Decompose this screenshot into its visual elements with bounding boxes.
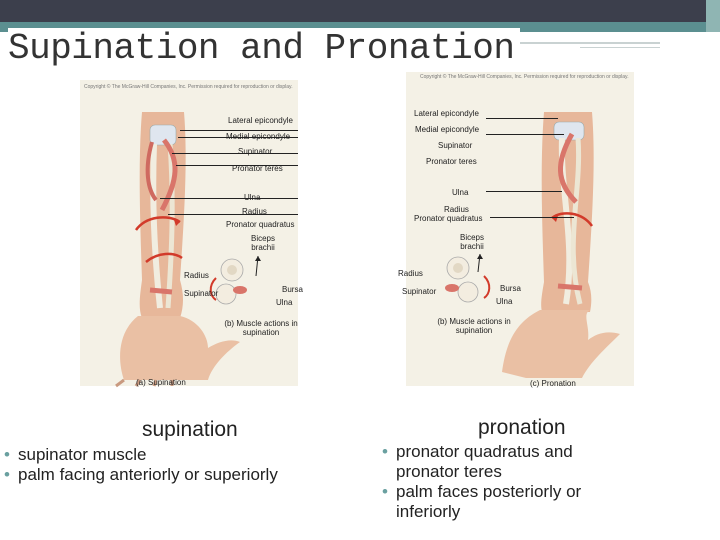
label-radius-inset: Radius bbox=[398, 269, 423, 278]
label-ulna-inset: Ulna bbox=[276, 298, 293, 307]
title-rule bbox=[440, 42, 660, 44]
label-ulna: Ulna bbox=[244, 193, 261, 202]
leader-line bbox=[168, 214, 298, 215]
leader-line bbox=[178, 137, 298, 138]
label-lateral-epicondyle: Lateral epicondyle bbox=[414, 109, 479, 118]
label-bursa: Bursa bbox=[282, 285, 303, 294]
label-lateral-epicondyle: Lateral epicondyle bbox=[228, 116, 293, 125]
list-item: pronator quadratus and pronator teres bbox=[380, 442, 630, 482]
forearm-supination-illustration bbox=[115, 112, 261, 388]
copyright-notice: Copyright © The McGraw-Hill Companies, I… bbox=[84, 84, 293, 90]
leader-line bbox=[486, 191, 562, 192]
label-biceps-brachii: Biceps brachii bbox=[459, 233, 484, 251]
list-item: palm faces posteriorly or inferiorly bbox=[380, 482, 630, 522]
label-pronator-quadratus: Pronator quadratus bbox=[226, 220, 295, 229]
label-pronator-teres: Pronator teres bbox=[232, 164, 283, 173]
pronation-heading: pronation bbox=[478, 416, 566, 439]
leader-line bbox=[486, 118, 558, 119]
label-supinator-inset: Supinator bbox=[402, 287, 437, 296]
header-bar-accent bbox=[706, 0, 720, 32]
figure-panel-pronation: Copyright © The McGraw-Hill Companies, I… bbox=[398, 72, 634, 388]
header-bar-teal bbox=[0, 22, 720, 32]
leader-line bbox=[176, 165, 298, 166]
forearm-pronation-illustration bbox=[445, 112, 620, 378]
leader-line bbox=[180, 130, 298, 131]
label-radius: Radius bbox=[242, 207, 267, 216]
label-biceps-brachii: Biceps brachii bbox=[250, 234, 275, 252]
inset-caption-supination: (b) Muscle actions in supination bbox=[224, 319, 298, 337]
label-supinator: Supinator bbox=[438, 141, 473, 150]
label-bursa: Bursa bbox=[500, 284, 521, 293]
supination-heading: supination bbox=[142, 418, 238, 441]
copyright-notice: Copyright © The McGraw-Hill Companies, I… bbox=[420, 74, 629, 80]
title-rule-secondary bbox=[580, 47, 660, 48]
figure-panel-supination: Copyright © The McGraw-Hill Companies, I… bbox=[80, 80, 303, 388]
header-bar-dark bbox=[0, 0, 720, 22]
inset-caption-pronation: (b) Muscle actions in supination bbox=[437, 317, 511, 335]
label-ulna: Ulna bbox=[452, 188, 469, 197]
list-item: palm facing anteriorly or superiorly bbox=[2, 465, 322, 485]
label-ulna-inset: Ulna bbox=[496, 297, 513, 306]
label-supinator-inset: Supinator bbox=[184, 289, 219, 298]
panel-caption-supination: (a) Supination bbox=[136, 378, 186, 387]
leader-line bbox=[486, 134, 564, 135]
leader-line bbox=[490, 217, 574, 218]
label-medial-epicondyle: Medial epicondyle bbox=[415, 125, 480, 134]
label-radius: Radius bbox=[444, 205, 469, 214]
label-pronator-quadratus: Pronator quadratus bbox=[414, 214, 483, 223]
label-pronator-teres: Pronator teres bbox=[426, 157, 477, 166]
label-radius-inset: Radius bbox=[184, 271, 209, 280]
label-supinator: Supinator bbox=[238, 147, 273, 156]
leader-line bbox=[172, 153, 298, 154]
supination-bullets: supinator muscle palm facing anteriorly … bbox=[2, 445, 322, 485]
list-item: supinator muscle bbox=[2, 445, 322, 465]
pronation-bullets: pronator quadratus and pronator teres pa… bbox=[380, 442, 630, 522]
slide-title: Supination and Pronation bbox=[8, 28, 521, 69]
leader-line bbox=[160, 198, 298, 199]
panel-caption-pronation: (c) Pronation bbox=[530, 379, 576, 388]
label-medial-epicondyle: Medial epicondyle bbox=[226, 132, 291, 141]
